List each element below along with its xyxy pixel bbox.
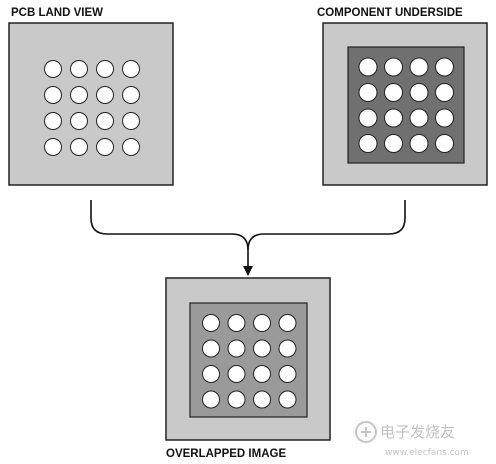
overlap-pad (278, 314, 297, 332)
component-ball (409, 108, 429, 128)
overlap-pad (227, 314, 246, 332)
land-pad (122, 112, 140, 130)
overlap-pad (227, 390, 246, 409)
land-pad (122, 86, 140, 104)
merge-connector (90, 200, 406, 266)
overlap-pad (202, 314, 220, 332)
watermark: 电子发烧友 www.elecfans.com (355, 421, 469, 458)
overlap-pads-grid (202, 314, 297, 409)
land-pad (96, 86, 114, 104)
overlap-pad (202, 339, 220, 358)
component-ball (384, 134, 403, 153)
component-ball (358, 83, 378, 102)
pcb-board (8, 22, 174, 186)
component-ball (384, 108, 403, 128)
watermark-logo-icon (355, 421, 377, 443)
land-pad (70, 60, 88, 78)
land-pad (96, 60, 114, 78)
land-pad (70, 86, 88, 104)
overlapped-image-label: OVERLAPPED IMAGE (166, 448, 286, 460)
component-ball (435, 83, 454, 102)
component-underside-panel: COMPONENT UNDERSIDE (317, 7, 488, 186)
component-ball (435, 134, 454, 153)
arrow-down-icon (243, 266, 253, 276)
connector-left-path (90, 200, 249, 266)
component-ball (409, 83, 429, 102)
overlap-pad (253, 390, 271, 409)
component-underside-label: COMPONENT UNDERSIDE (317, 7, 463, 19)
land-pad (122, 60, 140, 78)
overlap-pad (278, 390, 297, 409)
component-ball (409, 134, 429, 153)
land-pad (96, 112, 114, 130)
component-ball (358, 57, 378, 77)
overlap-pad (253, 314, 271, 332)
overlap-pad (253, 365, 271, 383)
component-balls-grid (358, 57, 454, 153)
land-pad (70, 138, 88, 156)
overlap-pad (278, 339, 297, 358)
component-ball (358, 134, 378, 153)
component-ball (384, 57, 403, 77)
component-ball (384, 83, 403, 102)
overlap-pad (253, 339, 271, 358)
component-ball (435, 57, 454, 77)
overlap-pad (202, 390, 220, 409)
overlap-pad (278, 365, 297, 383)
pcb-land-view-label: PCB LAND VIEW (11, 7, 103, 19)
overlapped-image-panel: OVERLAPPED IMAGE (165, 277, 331, 460)
land-pad (44, 112, 62, 130)
component-ball (435, 108, 454, 128)
pcb-land-view-panel: PCB LAND VIEW (8, 7, 174, 186)
overlap-pad (227, 339, 246, 358)
component-ball (409, 57, 429, 77)
land-pad (96, 138, 114, 156)
land-pad (44, 138, 62, 156)
overlap-pad (227, 365, 246, 383)
component-ball (358, 108, 378, 128)
connector-right-path (247, 200, 406, 251)
overlap-pad (202, 365, 220, 383)
land-pad (44, 86, 62, 104)
watermark-cn-text: 电子发烧友 (380, 423, 455, 441)
land-pads-grid (44, 60, 140, 156)
land-pad (70, 112, 88, 130)
watermark-url-text: www.elecfans.com (385, 448, 469, 458)
land-pad (44, 60, 62, 78)
land-pad (122, 138, 140, 156)
